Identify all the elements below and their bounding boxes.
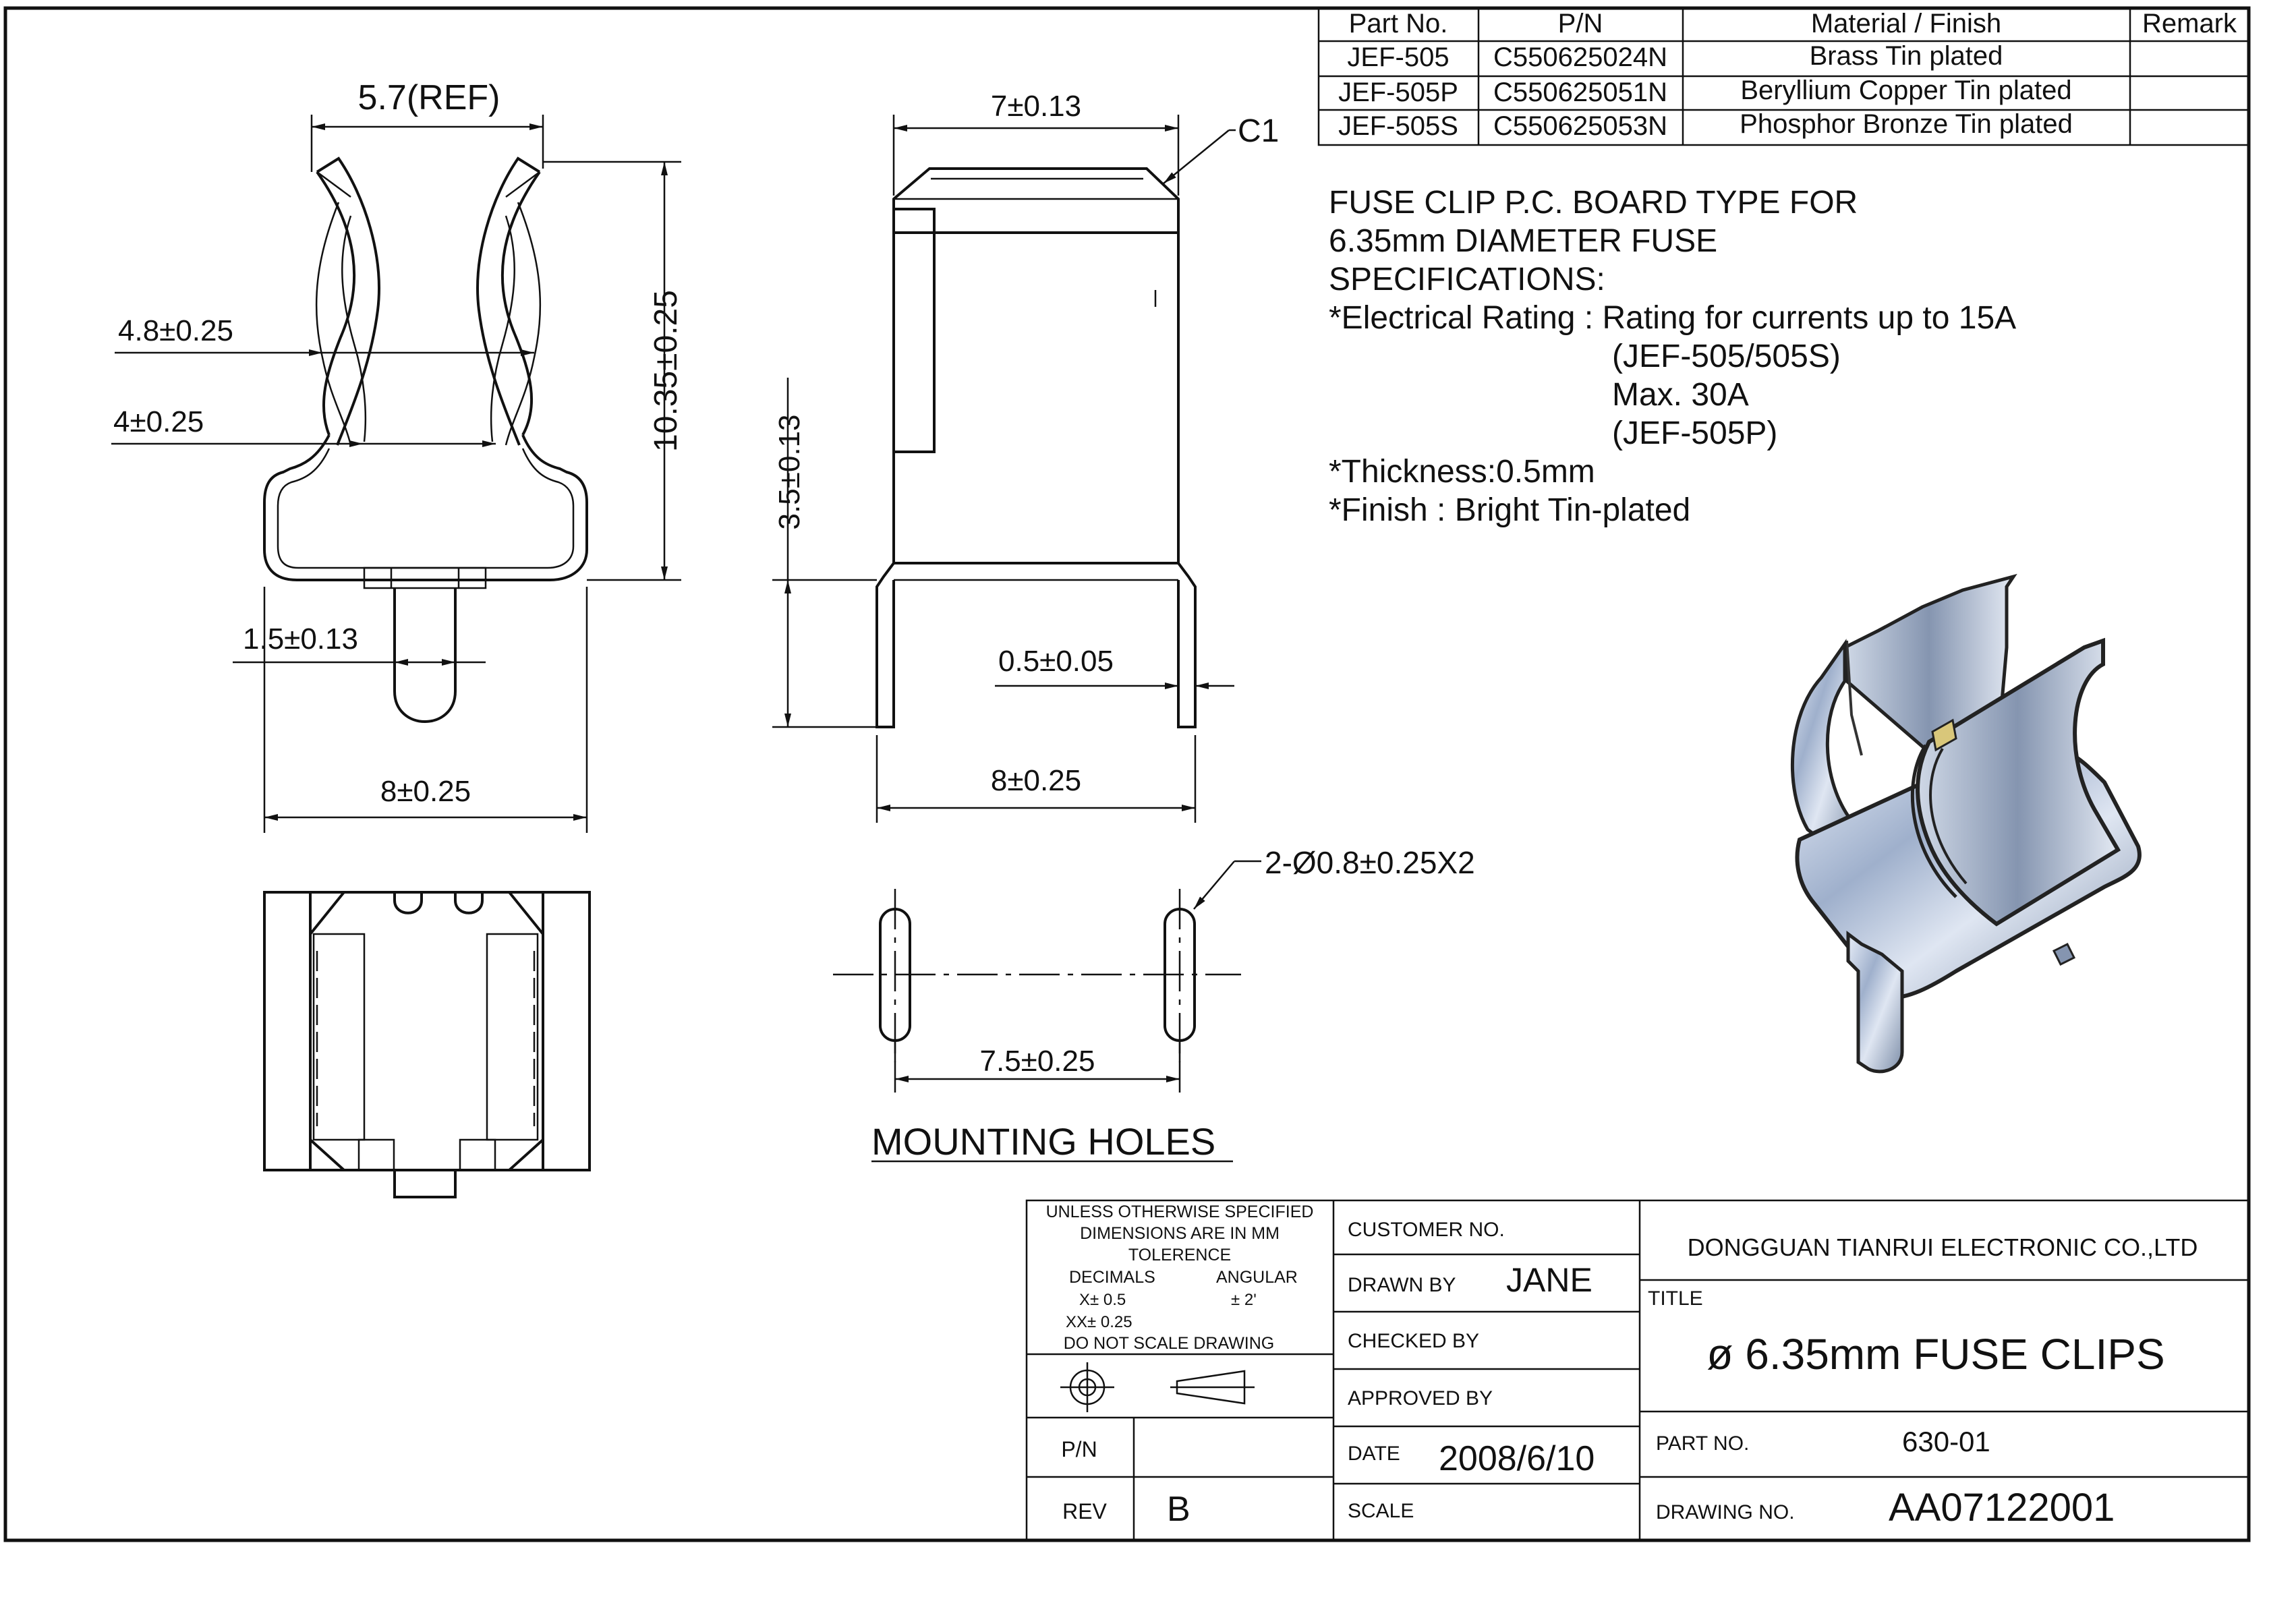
company-name: DONGGUAN TIANRUI ELECTRONIC CO.,LTD [1688,1233,2198,1261]
chamfer-label: C1 [1238,113,1279,149]
dim-hole-spacing: 7.5±0.25 [980,1045,1095,1078]
holes-callout: 2-Ø0.8±0.25X2 [1265,845,1475,880]
scale-label: SCALE [1348,1500,1414,1522]
checked-by-label: CHECKED BY [1348,1330,1479,1352]
rev-label: REV [1062,1499,1107,1523]
row3-part-no: JEF-505S [1338,111,1458,141]
do-not-scale: DO NOT SCALE DRAWING [1064,1334,1275,1353]
angular-label: ANGULAR [1216,1268,1298,1287]
parts-table: Part No. P/N Material / Finish Remark JE… [1317,7,2250,146]
decimal-x: X± 0.5 [1079,1291,1126,1309]
mounting-holes-title: MOUNTING HOLES [871,1120,1215,1163]
dim-pin: 1.5±0.13 [243,622,358,656]
title-label: TITLE [1648,1287,1703,1310]
row2-part-no: JEF-505P [1338,78,1458,107]
dim-leg-height: 3.5±0.13 [773,415,806,530]
spec-line-1: FUSE CLIP P.C. BOARD TYPE FOR [1329,185,1858,221]
date-value: 2008/6/10 [1439,1439,1595,1478]
customer-no-label: CUSTOMER NO. [1348,1219,1505,1241]
tolerance-note-2: DIMENSIONS ARE IN MM [1080,1224,1280,1243]
pn-label: P/N [1061,1437,1097,1461]
row2-material: Beryllium Copper Tin plated [1740,76,2071,105]
spec-line-2: 6.35mm DIAMETER FUSE [1329,223,1717,259]
dim-base-front: 8±0.25 [380,775,471,808]
dim-thickness: 0.5±0.05 [998,645,1114,678]
spec-line-6: Max. 30A [1612,377,1749,413]
row1-part-no: JEF-505 [1347,42,1449,72]
fuse-clip-3d-render [1790,573,2142,1074]
drawing-title: ø 6.35mm FUSE CLIPS [1706,1330,2164,1378]
header-material: Material / Finish [1811,9,2001,38]
dim-width-ref: 5.7(REF) [358,78,500,117]
spec-line-4: *Electrical Rating : Rating for currents… [1329,300,2016,336]
approved-by-label: APPROVED BY [1348,1387,1493,1409]
specifications-text: FUSE CLIP P.C. BOARD TYPE FOR 6.35mm DIA… [1329,185,2016,528]
title-block: UNLESS OTHERWISE SPECIFIED DIMENSIONS AR… [1025,1199,2250,1542]
sheet-border [3,6,2251,1542]
header-part-no: Part No. [1349,9,1448,38]
row1-pn: C550625024N [1493,42,1667,72]
projection-symbol-icon [1060,1362,1255,1412]
part-no-label: PART NO. [1656,1432,1749,1455]
decimals-label: DECIMALS [1069,1268,1155,1287]
date-label: DATE [1348,1443,1400,1465]
drawing-no-label: DRAWING NO. [1656,1501,1795,1523]
part-no-value: 630-01 [1902,1426,1990,1457]
drawn-by-label: DRAWN BY [1348,1274,1456,1296]
row1-material: Brass Tin plated [1810,41,2003,71]
side-view: 7±0.13 C1 3.5±0.13 0.5±0.05 8±0.25 [772,90,1279,823]
spec-line-9: *Finish : Bright Tin-plated [1329,492,1690,528]
row3-material: Phosphor Bronze Tin plated [1740,109,2073,139]
dim-inner-lower: 4±0.25 [113,405,204,438]
angular-value: ± 2' [1231,1291,1257,1309]
dim-height: 10.35±0.25 [648,290,684,452]
top-view [263,891,591,1198]
header-pn: P/N [1558,9,1603,38]
header-remark: Remark [2142,9,2237,38]
row3-pn: C550625053N [1493,111,1667,141]
rev-value: B [1167,1490,1190,1529]
spec-line-8: *Thickness:0.5mm [1329,454,1595,490]
drawing-no-value: AA07122001 [1889,1486,2115,1530]
spec-line-3: SPECIFICATIONS: [1329,262,1605,297]
dim-top-side: 7±0.13 [991,90,1081,123]
front-view: 5.7(REF) 4.8±0.25 4±0.25 10.35±0.25 1.5±… [111,78,684,833]
decimal-xx: XX± 0.25 [1066,1313,1132,1331]
dim-inner-upper: 4.8±0.25 [118,314,233,347]
row2-pn: C550625051N [1493,78,1667,107]
dim-base-side: 8±0.25 [991,764,1081,797]
spec-line-5: (JEF-505/505S) [1612,339,1841,374]
tolerance-note-1: UNLESS OTHERWISE SPECIFIED [1046,1202,1314,1221]
spec-line-7: (JEF-505P) [1612,415,1777,451]
drawn-by-value: JANE [1506,1261,1592,1299]
mounting-holes: 2-Ø0.8±0.25X2 7.5±0.25 MOUNTING HOLES [833,845,1475,1163]
tolerance-note-3: TOLERENCE [1128,1246,1231,1264]
